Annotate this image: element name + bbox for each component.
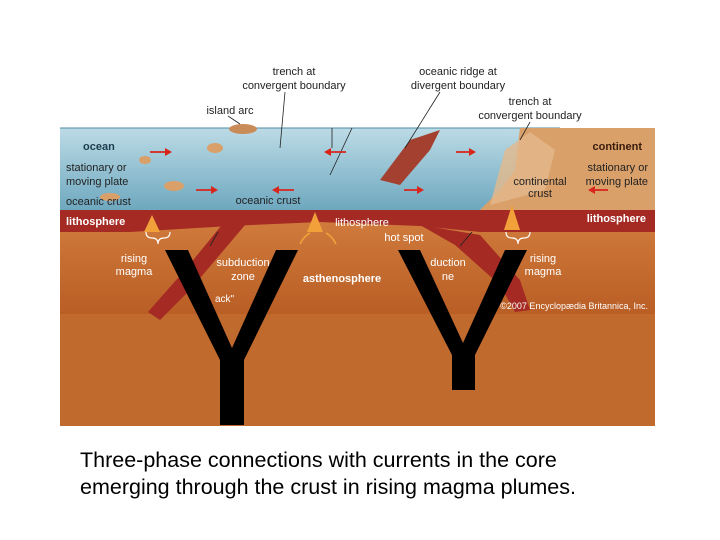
label-trench-left-1: trench at bbox=[273, 66, 316, 78]
magma-plume-mid bbox=[307, 212, 323, 232]
asthenosphere-layer bbox=[60, 222, 655, 314]
ocean-water bbox=[60, 128, 560, 210]
island-arc bbox=[229, 124, 257, 134]
label-rising-magma-right-2: magma bbox=[525, 266, 563, 278]
label-continent: continent bbox=[593, 141, 643, 153]
mantle-block bbox=[60, 312, 655, 426]
label-trench-right-2: convergent boundary bbox=[478, 110, 582, 122]
label-lithosphere-left: lithosphere bbox=[66, 216, 125, 228]
label-continental-crust-2: crust bbox=[528, 188, 552, 200]
seamount-3 bbox=[100, 193, 120, 201]
label-ridge-2: divergent boundary bbox=[411, 80, 506, 92]
label-asthenosphere: asthenosphere bbox=[303, 273, 381, 285]
caption-line-1: Three-phase connections with currents in… bbox=[80, 448, 557, 472]
label-oceanic-crust-left: oceanic crust bbox=[66, 196, 131, 208]
label-stationary-left-1: stationary or bbox=[66, 162, 127, 174]
oceanic-ridge bbox=[380, 130, 440, 185]
label-stationary-left-2: moving plate bbox=[66, 176, 128, 188]
label-lithosphere-right: lithosphere bbox=[587, 213, 646, 225]
label-stationary-right-2: moving plate bbox=[586, 176, 648, 188]
caption-line-2: emerging through the crust in rising mag… bbox=[80, 475, 576, 499]
label-rising-magma-right-1: rising bbox=[530, 253, 556, 265]
subducting-slab-left bbox=[148, 215, 245, 320]
magma-plume-right bbox=[504, 205, 520, 230]
label-copyright: ©2007 Encyclopædia Britannica, Inc. bbox=[500, 301, 648, 311]
label-subduction-right-2: ne bbox=[442, 271, 454, 283]
label-trench-right-1: trench at bbox=[509, 96, 552, 108]
label-subduction-left-1: subduction bbox=[216, 257, 269, 269]
magma-plume-left bbox=[144, 215, 160, 232]
label-continental-crust-1: continental bbox=[513, 176, 566, 188]
seamount-4 bbox=[139, 156, 151, 164]
label-ridge-1: oceanic ridge at bbox=[419, 66, 497, 78]
plate-motion-arrows bbox=[150, 148, 608, 194]
label-subduction-right-1: duction bbox=[430, 257, 465, 269]
label-trench-left-2: convergent boundary bbox=[242, 80, 346, 92]
seamount-1 bbox=[207, 143, 223, 153]
overlay-y-right bbox=[398, 250, 527, 390]
label-lithosphere-mid: lithosphere bbox=[335, 217, 389, 229]
magma-braces bbox=[145, 231, 531, 245]
label-subduction-left-2: zone bbox=[231, 271, 255, 283]
overlay-y-left bbox=[165, 250, 298, 425]
label-rising-magma-left-2: magma bbox=[116, 266, 154, 278]
label-hot-spot: hot spot bbox=[384, 232, 423, 244]
hot-spot-arrows bbox=[299, 232, 337, 245]
label-rising-magma-left-1: rising bbox=[121, 253, 147, 265]
seamount-2 bbox=[164, 181, 184, 191]
label-oceanic-crust-mid: oceanic crust bbox=[236, 195, 301, 207]
label-ocean: ocean bbox=[83, 141, 115, 153]
label-stationary-right-1: stationary or bbox=[587, 162, 648, 174]
label-slab-pull: ack" bbox=[215, 294, 235, 305]
slide-caption: Three-phase connections with currents in… bbox=[80, 447, 700, 501]
label-island-arc: island arc bbox=[206, 105, 254, 117]
continent-slope bbox=[490, 132, 555, 205]
